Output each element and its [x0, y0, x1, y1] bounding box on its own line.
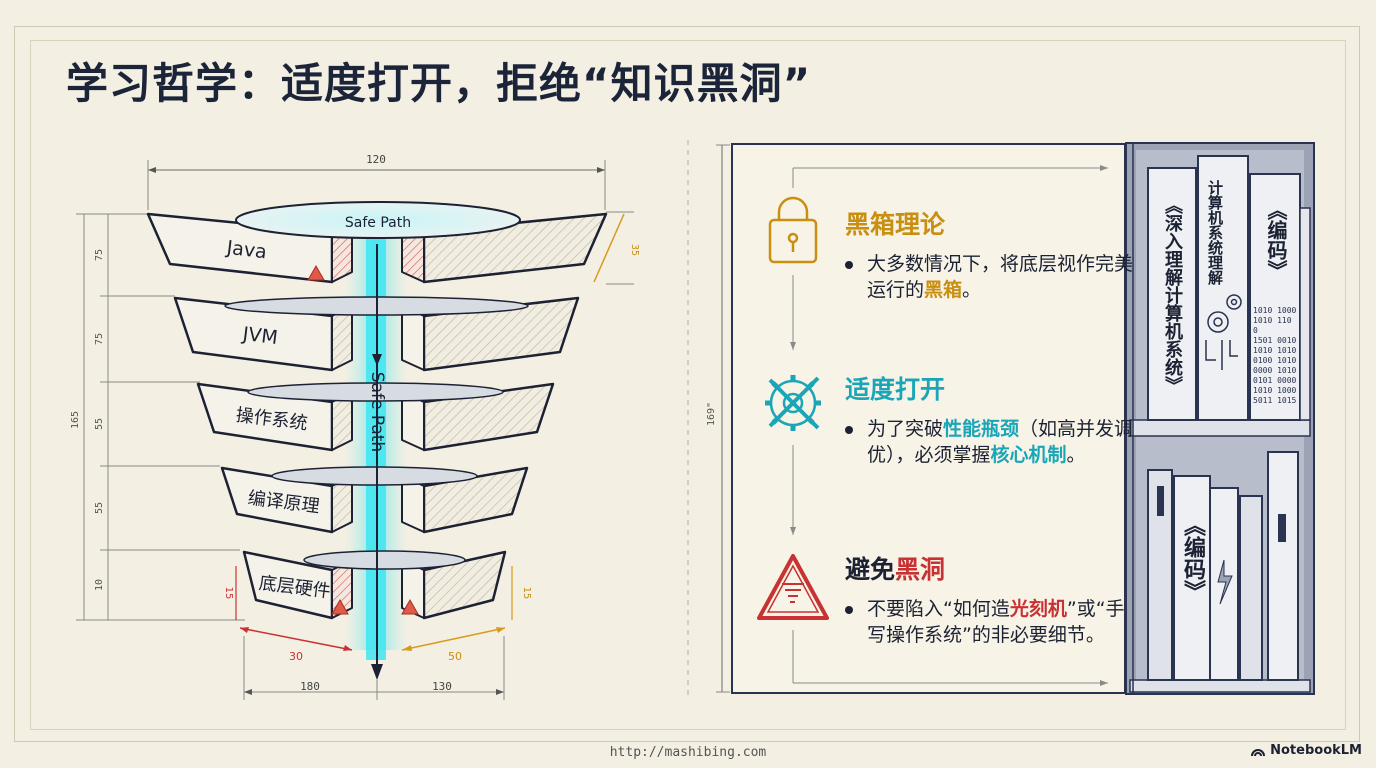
binary-line: 1010 1000 [1253, 386, 1297, 395]
section-avoid-title: 避免黑洞 [845, 555, 946, 584]
dim-bottom-left: 180 [300, 680, 320, 693]
book-csapp [1147, 167, 1197, 421]
left-dimensions [76, 213, 245, 621]
dim-right-bottom-orange: 15 [521, 587, 532, 600]
dim-left-bottom-red: 15 [223, 587, 234, 600]
funnel-layer-label-2: JVM [241, 323, 279, 349]
binary-line: 1501 0010 [1253, 336, 1297, 345]
top-dimension: 120 [147, 153, 606, 210]
book-coding-upper-label: 《编码》 [1264, 200, 1288, 280]
dim-left-segment-3: 55 [94, 418, 105, 430]
funnel-layer-5: 底层硬件 [242, 550, 507, 620]
binary-line: 0100 1010 [1253, 356, 1297, 365]
binary-line: 0101 0000 [1253, 376, 1297, 385]
book-coding-upper [1249, 173, 1301, 421]
section-avoid-black-hole: 避免黑洞 不要陷入“如何造光刻机”或“手写操作系统”的非必要细节。 [845, 550, 1137, 648]
inner-frame [30, 40, 1346, 730]
book-lower-5 [1267, 451, 1299, 681]
section-moderate-open: 适度打开 为了突破性能瓶颈（如高并发调优），必须掌握核心机制。 [845, 370, 1137, 468]
funnel-layer-4: 编译原理 [220, 466, 529, 534]
dim-left-segment-2: 75 [94, 333, 105, 345]
book-csapp-label: 《深入理解计算机系统》 [1162, 196, 1183, 394]
tools-gear-icon [765, 375, 821, 431]
book-computer-system-label: 计算机系统理解 [1206, 180, 1224, 285]
brand-name: NotebookLM [1270, 743, 1362, 758]
dim-left-segment-1: 75 [94, 249, 105, 261]
panel-side-dimension: 169" [706, 144, 730, 693]
warning-tornado-icon [757, 554, 829, 620]
bookshelf [1125, 142, 1315, 695]
dim-bottom-right: 130 [432, 680, 452, 693]
left-segment-labels: 75 75 55 55 10 [94, 249, 105, 591]
safe-path-arrowhead [371, 664, 383, 680]
section-moderate-open-bullet: 为了突破性能瓶颈（如高并发调优），必须掌握核心机制。 [845, 416, 1137, 468]
section-moderate-open-title: 适度打开 [845, 375, 946, 404]
book-coding-lower [1173, 475, 1211, 681]
section-black-box-bullet: 大多数情况下，将底层视作完美运行的黑箱。 [845, 251, 1137, 303]
top-opening [235, 201, 521, 239]
dim-left-segment-5: 10 [94, 579, 105, 591]
book-lower-4 [1239, 495, 1263, 681]
binary-line: 5011 1015 [1253, 396, 1297, 405]
dim-top-width: 120 [366, 153, 386, 166]
notebooklm-logo-icon [1251, 748, 1266, 756]
safe-path-mid-arrow [372, 354, 382, 366]
dim-bottom-right-orange: 50 [448, 650, 462, 663]
brand-badge: NotebookLM [1250, 743, 1362, 758]
dim-left-total: 165 [70, 411, 81, 429]
binary-line: 1010 1000 [1253, 306, 1297, 315]
safe-path-top-label: Safe Path [345, 215, 411, 231]
section-black-box: 黑箱理论 大多数情况下，将底层视作完美运行的黑箱。 [845, 205, 1137, 303]
lightning-icon [1217, 559, 1233, 605]
shelf-board-upper [1129, 419, 1311, 437]
binary-line: 0000 1010 [1253, 366, 1297, 375]
book-lower-3 [1209, 487, 1239, 681]
section-black-box-title: 黑箱理论 [845, 210, 946, 239]
dim-left-segment-4: 55 [94, 502, 105, 514]
funnel-layer-label-1: Java [224, 237, 268, 264]
dim-bottom-left-red: 30 [289, 650, 303, 663]
outer-frame [14, 26, 1360, 742]
right-top-dimension: 35 [593, 211, 640, 285]
page-title: 学习哲学：适度打开，拒绝“知识黑洞” [66, 59, 812, 108]
dim-right-top: 35 [629, 244, 640, 256]
dim-panel-side: 169" [706, 402, 717, 426]
shelf-board-lower [1129, 679, 1311, 693]
footer-url: http://mashibing.com [609, 745, 767, 760]
lock-icon [768, 196, 818, 264]
binary-line: 1010 110 0 [1253, 316, 1292, 335]
bottom-dimensions: 30 50 180 130 15 15 [223, 566, 532, 700]
safe-path-vertical-label: Safe Path [367, 372, 387, 452]
funnel-layer-3: 操作系统 [196, 382, 555, 452]
book-computer-system [1197, 155, 1249, 421]
binary-line: 1010 1010 [1253, 346, 1297, 355]
book-coding-lower-label: 《编码》 [1180, 514, 1205, 602]
gear-circuit-icon [1205, 294, 1242, 370]
section-avoid-bullet: 不要陷入“如何造光刻机”或“手写操作系统”的非必要细节。 [845, 596, 1137, 648]
